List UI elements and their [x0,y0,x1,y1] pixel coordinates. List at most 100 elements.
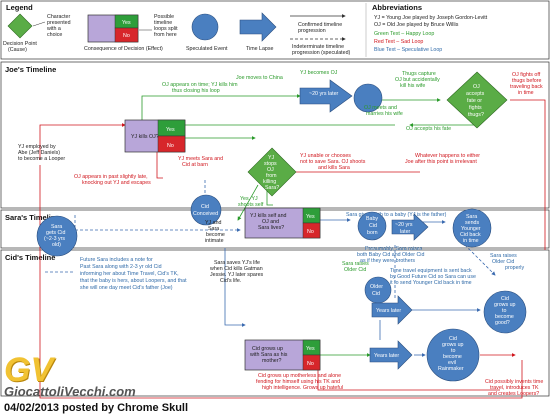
watermark-site[interactable]: GiocattoliVecchi.com [4,384,136,399]
sara-presumably-3: as if they were brothers [360,258,415,264]
sara-kills-self-1: YJ kills self and [250,213,287,219]
cid-motherless-3: high intelligence. Grows up hateful [262,385,343,391]
legend-timelapse-arrow [239,12,277,42]
cid-section-frame [0,249,550,397]
joe-timeline: YJ employed by Abe (Jeff Daniels) to bec… [18,70,543,208]
legend-decision-label-1: Decision Point [3,41,37,47]
joe-unable-3: and kills Sara [318,165,350,171]
legend-event-circle [191,13,219,41]
cid-grows-up-yes: Yes [306,346,315,352]
cid-future-sara-5: she will one day meet Cid's father (Joe) [80,285,173,291]
joe-meets-sara-2: Cid at barn [182,162,208,168]
legend-confirmed-1: Confirmed timeline [298,22,342,28]
joe-stops-q-2: stops [264,161,277,167]
cid-timelapse-arrow-good [371,295,413,325]
cid-timeline: Future Sara includes a note for Past Sar… [80,257,543,397]
joe-unable-1: YJ unable or chooses [300,153,351,159]
connectors [39,94,546,399]
joe-appears-late-2: knocking out YJ and escapes [82,180,151,186]
joe-appears-late-1: OJ appears in past slightly late, [74,174,148,180]
legend-consequence-label: Consequence of Decision (Effect) [84,46,163,52]
cid-grows-up-1: Cid grows up [252,346,283,352]
cid-future-sara-2: Past Sara along with 2-3 yr old Cid [80,264,162,270]
cid-evil-4: become [443,354,462,360]
joe-meets-wife-1: OJ meets and [364,105,397,111]
joe-accepts-fate: OJ accepts his fate [406,126,451,132]
sara-baby-born-circle [357,211,387,241]
abbr-line-1: OJ = Old Joe played by Bruce Willis [374,22,459,28]
joe-fights-back-3: traveling back [510,84,543,90]
legend-event-label: Speculated Event [186,46,228,52]
sara-presumably-2: both Baby Cid and Older Cid [357,252,424,258]
joe-appears-on-time-1: OJ appears on time; YJ kills him [162,82,238,88]
sara-years-later-2: later [400,229,411,235]
joe-timelapse-arrow [299,79,353,113]
cid-equipment-1: Time travel equipment is sent back [390,268,472,274]
sara-cid-conceived-1: Cid [201,204,209,210]
joe-thugs-2: OJ but accidentally [395,77,440,83]
joe-meets-wife-2: marries his wife [366,111,403,117]
sara-gets-cid-2: gets Cid [46,230,65,236]
legend-no-label: No [123,33,130,39]
sara-sends-5: in time [463,238,479,244]
sara-timeline: Sara gets Cid (~2-3 yrs old) Cid Conceiv… [36,194,524,271]
cid-grows-q-3: to [502,308,506,314]
cid-grows-q-4: become [495,314,514,320]
cid-evil-5: evil [448,360,456,366]
joe-fights-back-1: OJ fights off [512,72,541,78]
joe-stops-q-1: YJ [268,155,275,161]
cid-older-cid-circle [364,276,392,304]
sara-years-later-1: ~20 yrs [395,222,413,228]
cid-evil-1: Cid [449,336,457,342]
sara-sends-3: Younger [461,226,481,232]
cid-evil-3: to [451,348,455,354]
legend: Legend Decision Point (Cause) Character … [0,0,550,60]
sara-sends-circle [452,208,492,248]
joe-meets-sara-1: YJ meets Sara and [178,156,223,162]
cid-equipment-2: by Good Future Cid so Sara can use [390,274,476,280]
legend-character-3: with a [47,26,61,32]
joe-fights-back-4: in time [518,90,534,96]
sara-intimate-3: become [206,232,225,238]
joe-stops-q-6: Sara? [265,185,279,191]
joe-thugs-1: Thugs capture [402,71,436,77]
sara-presumably-1: Presumably, Sara raises [365,246,423,252]
cid-timelapse-arrow-evil [369,340,413,370]
legend-indeterminate-1: Indeterminate timeline [292,44,344,50]
joe-stops-oj-diamond [247,147,297,197]
cid-saves-life-3: Jessie. YJ later spares [210,272,264,278]
cid-raises-older-1: Sara raises [342,261,369,267]
joe-section-title: Joe's Timeline [5,65,56,74]
cid-grows-good-circle [483,290,527,334]
abbreviations-title: Abbreviations [372,3,422,12]
cid-grows-up-no: No [307,361,314,367]
sara-kills-self-2: OJ and [262,219,279,225]
sara-gives-birth: Sara gives birth to a baby (YJ is the fa… [346,212,447,218]
legend-loops-3: loops split [154,26,178,32]
abbr-line-3: Red Text – Sad Loop [374,39,423,45]
legend-title: Legend [6,3,33,12]
watermark: GV GiocattoliVecchi.com 04/02/2013 poste… [4,351,188,415]
cid-evil-2: grows up [442,342,464,348]
legend-confirmed-2: progression [298,28,326,34]
sara-sends-2: sends [465,220,479,226]
cid-future-sara-1: Future Sara includes a note for [80,257,153,263]
joe-event-wife-circle [353,83,383,113]
joe-becomes-oj: YJ becomes OJ [300,70,338,76]
cid-evil-circle [426,328,480,382]
joe-unable-2: not to save Sara. OJ shoots [300,159,366,165]
cid-years-later-good: Years later [376,308,401,314]
sara-gets-cid-circle [36,215,78,257]
cid-invents-2: travel, introduces TK [490,385,539,391]
sara-section-title: Sara's Timeline [5,213,60,222]
sara-sends-4: Cid back [460,232,481,238]
cid-invents-3: and creates Loopers? [488,391,539,397]
joe-thugs-3: kill his wife [400,83,425,89]
cid-saves-life-2: when Cid kills Gatman [210,266,263,272]
sara-gets-cid-3: (~2-3 yrs [44,236,65,242]
watermark-logo: GV [4,351,54,389]
sara-baby-born-1: Baby [366,216,378,222]
legend-character-1: Character [47,14,70,20]
sara-intimate-4: intimate [205,238,224,244]
